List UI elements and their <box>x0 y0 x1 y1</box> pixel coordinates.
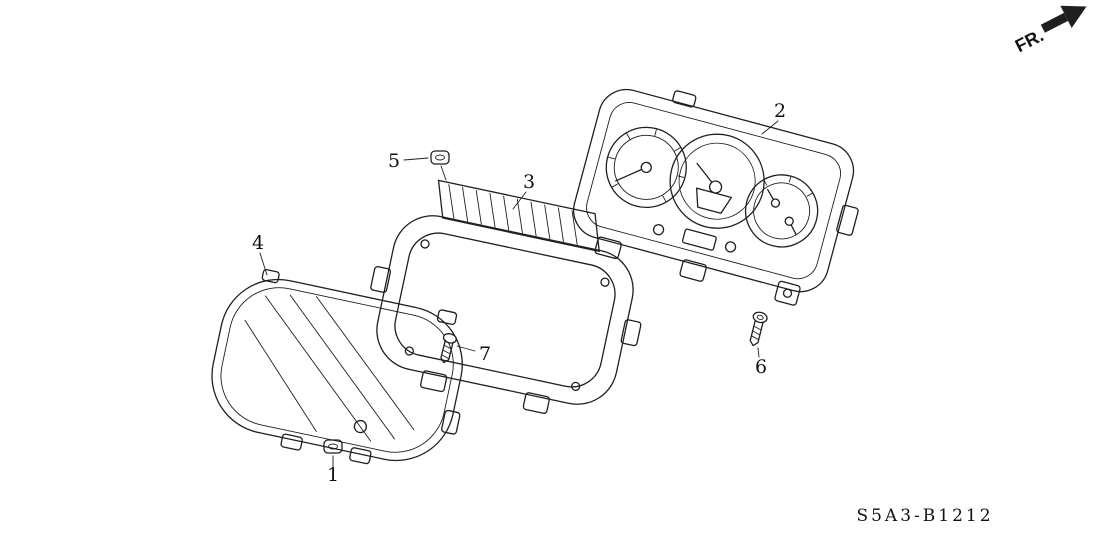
callout-6: 6 <box>755 356 767 378</box>
leader-lines <box>259 120 779 468</box>
callout-3: 3 <box>523 171 535 193</box>
meter-bracket <box>774 280 801 306</box>
meter-bracket-hole <box>782 288 793 298</box>
case-screw-boss <box>404 346 415 356</box>
case-screw-boss <box>420 239 430 249</box>
tachometer-hub <box>708 180 723 194</box>
part-1-clip <box>323 439 343 454</box>
lens-tab <box>436 309 458 326</box>
lens-tab <box>261 268 280 284</box>
case-tab <box>620 319 642 347</box>
display-window <box>695 187 733 214</box>
fr-direction-indicator: FR. <box>1012 5 1087 56</box>
case-top-face <box>437 179 600 252</box>
part-3-case <box>370 179 642 414</box>
lens-tab <box>349 447 372 465</box>
speedometer-hub <box>640 161 652 174</box>
callout-2: 2 <box>774 100 786 122</box>
meter-connector <box>681 228 717 251</box>
callout-1: 1 <box>327 464 339 486</box>
screw-threads <box>441 344 452 360</box>
tachometer-dial <box>669 133 765 229</box>
part-2-meter-assembly <box>572 88 859 306</box>
meter-outer-contour <box>572 88 855 293</box>
meter-tab <box>672 90 697 108</box>
fr-label: FR. <box>1012 25 1047 56</box>
part-6-bolt <box>749 311 768 347</box>
meter-bracket <box>836 204 859 236</box>
lens-tab <box>280 433 303 451</box>
case-outer-rim <box>376 215 634 405</box>
meter-inner-contour <box>586 102 842 280</box>
leader-line-3 <box>512 191 527 210</box>
speedometer-dial <box>605 126 687 209</box>
bolt-head <box>752 311 768 324</box>
diagram-code: S5A3-B1212 <box>856 506 993 526</box>
callout-5: 5 <box>388 150 400 172</box>
bolt-threads <box>750 325 762 341</box>
callout-4: 4 <box>252 232 264 254</box>
lens-reflection-line <box>289 294 396 440</box>
leader-line-7 <box>456 345 476 352</box>
lens-reflection-line <box>265 295 372 442</box>
case-tab <box>370 265 392 293</box>
lens-reflection-line <box>244 319 317 432</box>
screw-head <box>442 333 457 344</box>
fr-arrow-icon <box>1040 5 1087 33</box>
case-top-hatch <box>448 184 578 246</box>
fuel-temp-ticks <box>763 176 813 197</box>
bulb-socket <box>652 224 665 236</box>
callout-7: 7 <box>479 343 491 365</box>
meter-tab <box>679 259 707 282</box>
bolt-head-slot <box>756 314 764 320</box>
case-inner-rim <box>394 232 616 388</box>
bolt-shaft <box>749 319 764 347</box>
meter-tab <box>594 236 622 260</box>
leader-line-4 <box>259 252 268 276</box>
part-7-screw <box>440 333 457 364</box>
part-5-clip <box>430 150 450 181</box>
lens-tab <box>441 409 461 435</box>
case-tab <box>420 370 448 393</box>
part-4-lens <box>211 268 463 465</box>
case-screw-boss <box>600 277 610 287</box>
case-screw-boss <box>571 381 581 392</box>
leader-line-6 <box>757 347 760 358</box>
lens-mount-hole <box>353 419 368 434</box>
leader-line-5 <box>403 157 429 161</box>
fuel-temp-dial <box>744 174 819 248</box>
temp-hub <box>784 216 794 226</box>
fuel-hub <box>770 198 781 208</box>
leader-line-2 <box>761 120 779 135</box>
bulb-socket <box>724 241 737 253</box>
case-tab <box>522 392 550 414</box>
lens-reflection-line <box>315 296 415 431</box>
